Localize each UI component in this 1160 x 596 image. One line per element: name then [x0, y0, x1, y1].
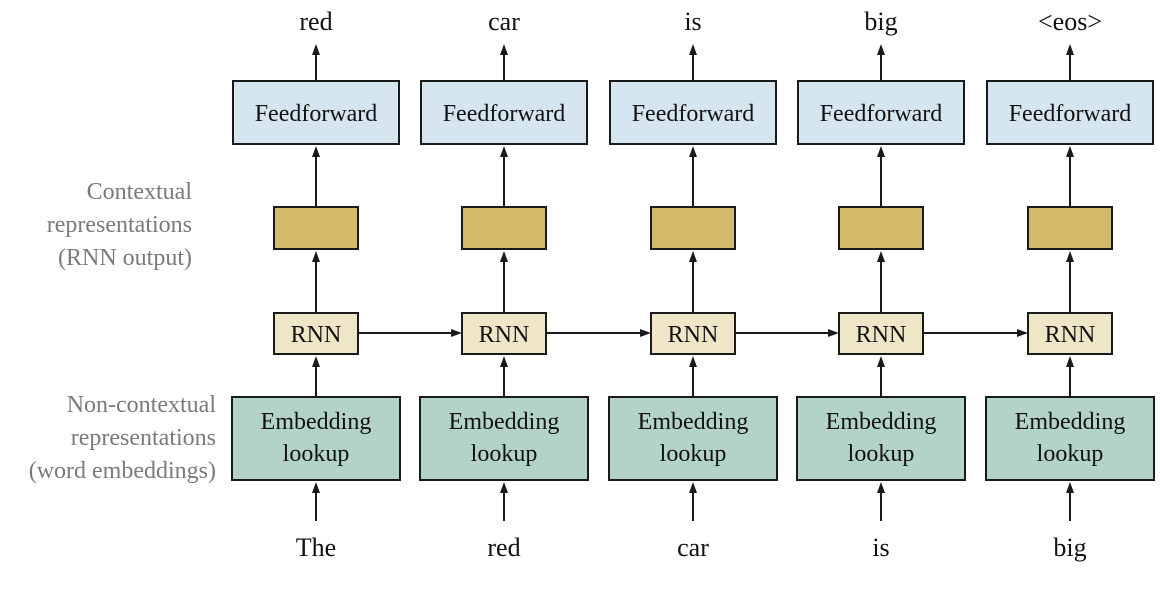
embedding-label-line1-1: Embedding: [261, 409, 372, 435]
rnn-to-context-arrow-5-head: [1066, 251, 1074, 262]
context-representation-box-1: [273, 206, 359, 250]
embedding-block-1: [231, 396, 401, 481]
feedforward-block-3: [609, 80, 777, 145]
input-token-2: red: [487, 533, 520, 562]
input-token-5: big: [1053, 533, 1086, 562]
noncontextual-label-line-3: (word embeddings): [28, 458, 216, 484]
non-contextual-representations-label: Non-contextual representations (word emb…: [29, 389, 216, 488]
embedding-label-line2-5: lookup: [1037, 441, 1104, 467]
rnn-block-5: [1027, 312, 1113, 355]
embedding-block-2: [419, 396, 589, 481]
rnn-label-3: RNN: [668, 322, 719, 348]
input-arrow-1-head: [312, 482, 320, 493]
output-arrow-4-head: [877, 44, 885, 55]
context-to-ff-arrow-4-head: [877, 146, 885, 157]
context-representation-box-2: [461, 206, 547, 250]
contextual-label-line-3: (RNN output): [58, 245, 192, 271]
input-token-4: is: [872, 533, 889, 562]
contextual-representations-label: Contextual representations (RNN output): [47, 176, 192, 275]
context-representation-box-3: [650, 206, 736, 250]
output-arrow-2-head: [500, 44, 508, 55]
embedding-to-rnn-arrow-1-head: [312, 356, 320, 367]
output-token-2: car: [488, 7, 520, 36]
recurrent-arrow-1-head: [451, 329, 462, 337]
input-arrow-4-head: [877, 482, 885, 493]
context-to-ff-arrow-5-head: [1066, 146, 1074, 157]
rnn-to-context-arrow-2-head: [500, 251, 508, 262]
embedding-label-line2-3: lookup: [660, 441, 727, 467]
output-token-4: big: [864, 7, 897, 36]
feedforward-block-4: [797, 80, 965, 145]
output-token-5: <eos>: [1038, 7, 1102, 36]
embedding-label-line2-4: lookup: [848, 441, 915, 467]
context-representation-box-4: [838, 206, 924, 250]
embedding-to-rnn-arrow-5-head: [1066, 356, 1074, 367]
rnn-to-context-arrow-4-head: [877, 251, 885, 262]
recurrent-arrow-2-head: [640, 329, 651, 337]
rnn-block-2: [461, 312, 547, 355]
output-arrow-3-head: [689, 44, 697, 55]
recurrent-arrow-4-head: [1017, 329, 1028, 337]
feedforward-label-5: Feedforward: [1009, 101, 1132, 127]
context-to-ff-arrow-3-head: [689, 146, 697, 157]
rnn-to-context-arrow-1-head: [312, 251, 320, 262]
embedding-to-rnn-arrow-3-head: [689, 356, 697, 367]
feedforward-label-4: Feedforward: [820, 101, 943, 127]
contextual-label-line-2: representations: [46, 212, 192, 238]
rnn-label-5: RNN: [1045, 322, 1096, 348]
context-to-ff-arrow-1-head: [312, 146, 320, 157]
rnn-to-context-arrow-3-head: [689, 251, 697, 262]
rnn-block-3: [650, 312, 736, 355]
feedforward-label-3: Feedforward: [632, 101, 755, 127]
input-arrow-2-head: [500, 482, 508, 493]
recurrent-arrow-3-head: [828, 329, 839, 337]
rnn-label-1: RNN: [291, 322, 342, 348]
input-arrow-3-head: [689, 482, 697, 493]
embedding-label-line2-1: lookup: [283, 441, 350, 467]
output-token-1: red: [299, 7, 332, 36]
embedding-to-rnn-arrow-4-head: [877, 356, 885, 367]
feedforward-block-5: [986, 80, 1154, 145]
contextual-label-line-1: Contextual: [86, 179, 192, 205]
context-to-ff-arrow-2-head: [500, 146, 508, 157]
embedding-label-line1-4: Embedding: [826, 409, 937, 435]
input-token-3: car: [677, 533, 709, 562]
embedding-label-line1-2: Embedding: [449, 409, 560, 435]
noncontextual-label-line-2: representations: [70, 425, 216, 451]
embedding-label-line1-3: Embedding: [638, 409, 749, 435]
output-arrow-1-head: [312, 44, 320, 55]
input-arrow-5-head: [1066, 482, 1074, 493]
rnn-block-4: [838, 312, 924, 355]
feedforward-label-2: Feedforward: [443, 101, 566, 127]
output-token-3: is: [684, 7, 701, 36]
input-token-1: The: [296, 533, 336, 562]
embedding-block-4: [796, 396, 966, 481]
noncontextual-label-line-1: Non-contextual: [66, 392, 216, 418]
embedding-label-line1-5: Embedding: [1015, 409, 1126, 435]
embedding-label-line2-2: lookup: [471, 441, 538, 467]
embedding-block-5: [985, 396, 1155, 481]
context-representation-box-5: [1027, 206, 1113, 250]
feedforward-block-2: [420, 80, 588, 145]
output-arrow-5-head: [1066, 44, 1074, 55]
embedding-to-rnn-arrow-2-head: [500, 356, 508, 367]
feedforward-block-1: [232, 80, 400, 145]
feedforward-label-1: Feedforward: [255, 101, 378, 127]
rnn-label-2: RNN: [479, 322, 530, 348]
embedding-block-3: [608, 396, 778, 481]
rnn-label-4: RNN: [856, 322, 907, 348]
